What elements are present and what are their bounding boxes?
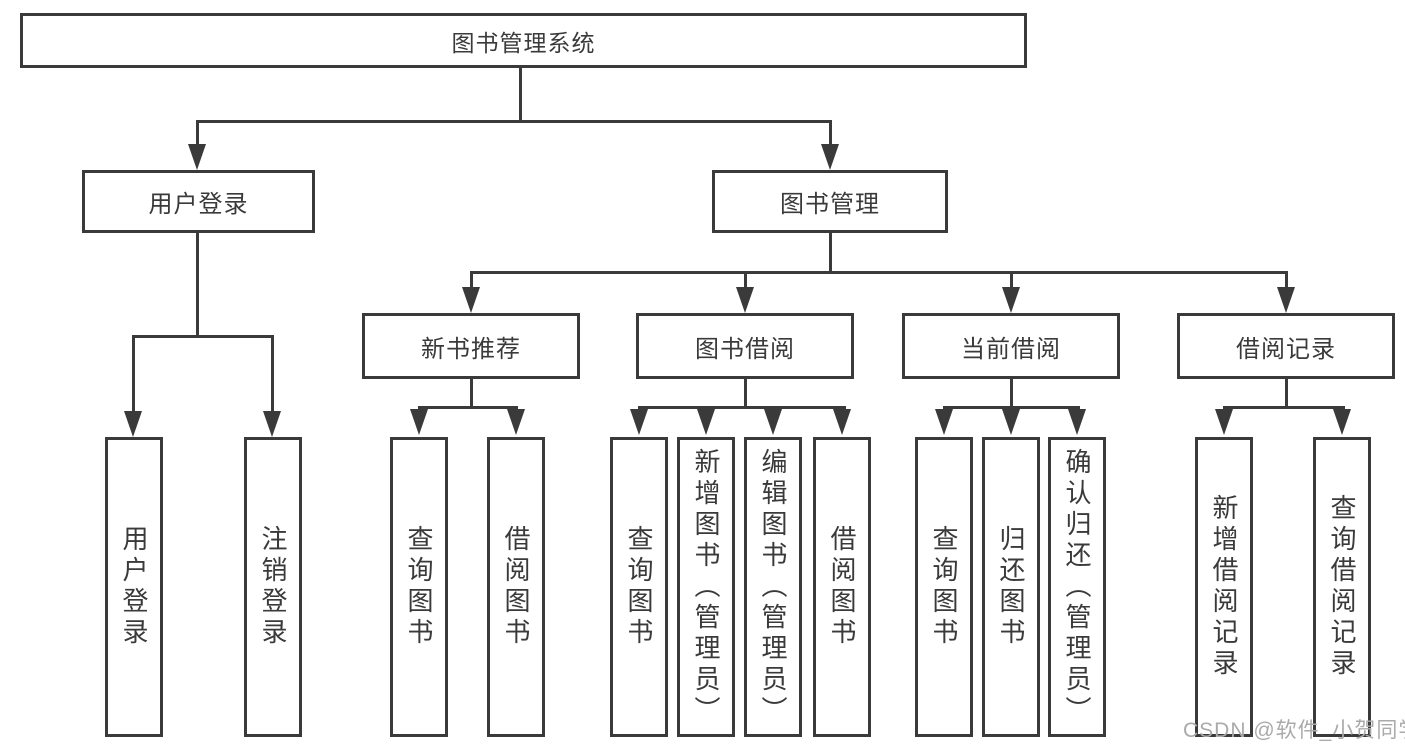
connector-borrow-bar	[638, 406, 846, 409]
connector-recommend-stem	[470, 379, 473, 408]
arrow-down-icon	[1068, 409, 1086, 435]
arrow-down-icon	[124, 411, 142, 437]
leaf-borrow-books-recommend: 借阅图书	[487, 437, 545, 737]
leaf-logout-login: 注销登录	[244, 437, 302, 737]
arrow-down-icon	[630, 409, 648, 435]
leaf-confirm-return-admin: 确认归还（管理员）	[1048, 437, 1106, 737]
connector-level3-bar	[470, 271, 1288, 274]
node-new-book-recommend: 新书推荐	[362, 313, 580, 379]
arrow-down-icon	[1002, 409, 1020, 435]
connector-root-stem	[519, 68, 522, 123]
arrow-down-icon	[1215, 409, 1233, 435]
arrow-down-icon	[1277, 287, 1295, 313]
leaf-query-borrow-record: 查询借阅记录	[1313, 437, 1371, 737]
arrow-down-icon	[935, 409, 953, 435]
leaf-add-borrow-record: 新增借阅记录	[1195, 437, 1253, 737]
connector-drop-section	[1285, 271, 1288, 287]
leaf-query-books-recommend: 查询图书	[390, 437, 448, 737]
leaf-borrow-books: 借阅图书	[813, 437, 871, 737]
arrow-down-icon	[1333, 409, 1351, 435]
arrow-down-icon	[697, 409, 715, 435]
arrow-down-icon	[821, 144, 839, 170]
node-current-borrow: 当前借阅	[902, 313, 1120, 379]
connector-borrow-stem	[744, 379, 747, 408]
connector-drop-section	[1010, 271, 1013, 287]
arrow-down-icon	[188, 144, 206, 170]
leaf-query-books-current: 查询图书	[915, 437, 973, 737]
leaf-user-login: 用户登录	[105, 437, 163, 737]
connector-user-login-stem	[196, 233, 199, 335]
connector-level2-bar	[196, 120, 832, 123]
arrow-down-icon	[764, 409, 782, 435]
connector-current-bar	[943, 406, 1080, 409]
node-book-management: 图书管理	[712, 170, 948, 233]
connector-drop-section	[470, 271, 473, 287]
csdn-watermark: CSDN @软件_小贺同学	[1183, 719, 1405, 742]
arrow-down-icon	[1002, 287, 1020, 313]
connector-drop-user-login	[196, 120, 199, 146]
connector-recommend-bar	[418, 406, 518, 409]
arrow-down-icon	[462, 287, 480, 313]
leaf-query-books-borrow: 查询图书	[610, 437, 668, 737]
node-user-login: 用户登录	[82, 170, 315, 233]
node-book-borrow: 图书借阅	[636, 313, 854, 379]
arrow-down-icon	[263, 411, 281, 437]
connector-drop-leaf	[132, 335, 135, 412]
node-borrow-records: 借阅记录	[1177, 313, 1395, 379]
connector-records-bar	[1223, 406, 1345, 409]
leaf-edit-books-admin: 编辑图书（管理员）	[744, 437, 802, 737]
arrow-down-icon	[833, 409, 851, 435]
arrow-down-icon	[410, 409, 428, 435]
connector-book-management-stem	[829, 233, 832, 273]
connector-current-stem	[1010, 379, 1013, 408]
arrow-down-icon	[736, 287, 754, 313]
leaf-add-books-admin: 新增图书（管理员）	[677, 437, 735, 737]
connector-records-stem	[1285, 379, 1288, 408]
connector-user-login-bar	[132, 335, 274, 338]
connector-drop-book-management	[829, 120, 832, 146]
arrow-down-icon	[507, 409, 525, 435]
node-root: 图书管理系统	[20, 13, 1027, 68]
leaf-return-books: 归还图书	[982, 437, 1040, 737]
connector-drop-section	[744, 271, 747, 287]
connector-drop-leaf	[271, 335, 274, 412]
